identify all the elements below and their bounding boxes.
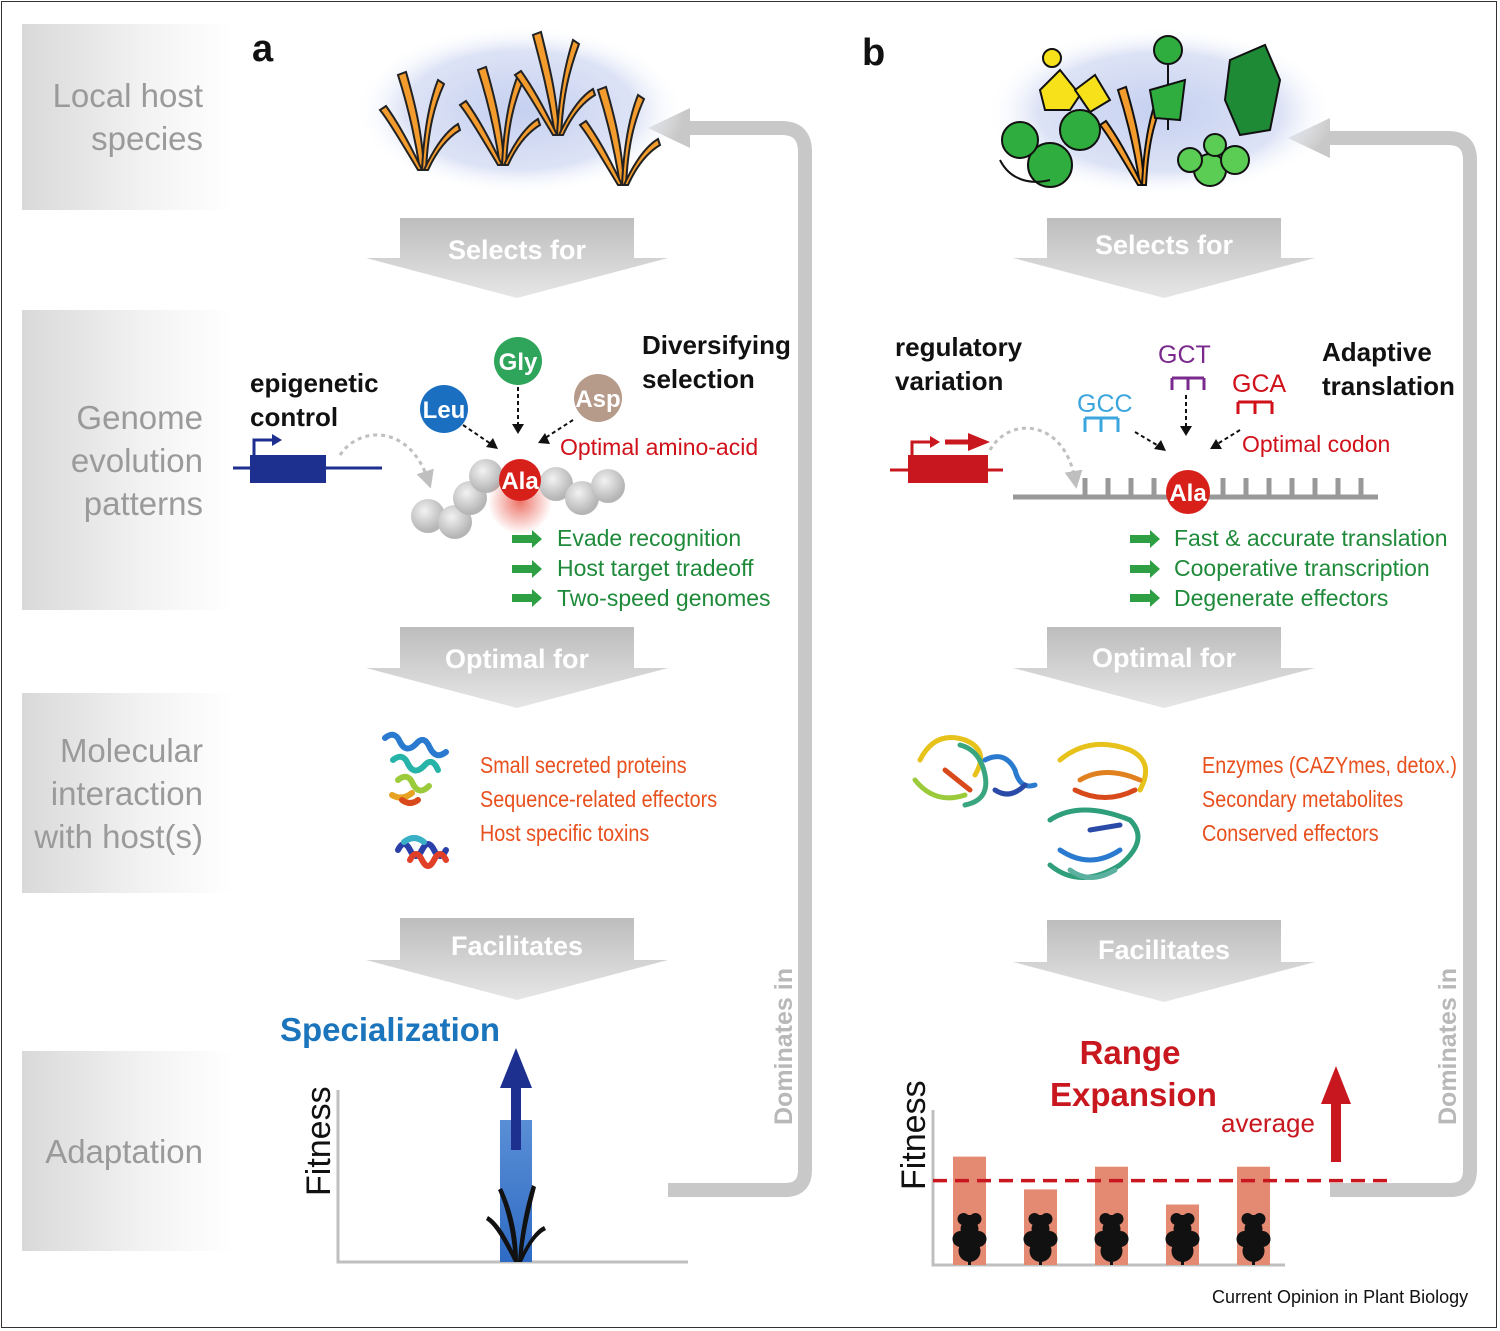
protein-structure-icon [382,731,449,869]
row-label-molecular-interaction: Molecular interaction with host(s) [22,693,233,893]
wheat-plants-icon [378,30,662,186]
amino-acid-circles: Leu Gly Asp Ala [420,337,622,501]
optimal-codon-label: Optimal codon [1242,431,1391,457]
row-label-text: Local host species [52,77,203,157]
aa-arrows-a [462,387,574,447]
chevron-optimal-for-a [366,627,668,708]
aa-asp: Asp [574,374,622,422]
aa-ala-b: Ala [1166,470,1210,514]
epigenetic-arrow [338,433,434,489]
row-label-text: Genome evolution patterns [70,398,203,522]
chevron-optimal-for-b [1013,627,1315,708]
codon-gca: GCA [1232,370,1287,398]
green-item: Host target tradeoff [557,555,754,581]
green-list-b: Fast & accurate translation Cooperative … [1174,523,1448,613]
orange-item: Conserved effectors [1202,820,1379,846]
row-label-text: Adaptation [45,1132,203,1170]
dominates-label-b: Dominates in [1434,968,1462,1125]
selects-for-label-b: Selects for [1094,230,1234,260]
mixed-host-plants-icon [999,35,1282,188]
chevron-facilitates-a [366,918,668,1000]
green-list-a: Evade recognition Host target tradeoff T… [557,523,771,613]
plant-silhouette [1094,1213,1129,1265]
plant-silhouette [952,1213,987,1265]
aa-ala-a: Ala [499,459,541,501]
facilitates-label-a: Facilitates [450,931,584,961]
svg-text:Ala: Ala [501,468,539,495]
regulatory-label: regulatory variation [895,332,1023,396]
facilitates-label-b: Facilitates [1097,935,1231,965]
row-label-adaptation: Adaptation [22,1051,233,1251]
epigenetic-label: epigenetic control [250,368,379,432]
green-arrows-b [1130,530,1160,607]
gene-promoter-a [233,434,382,483]
codon-combs [1083,376,1274,432]
optimal-aa-label: Optimal amino-acid [560,434,759,460]
host-silhouettes-icon [952,1213,1271,1265]
svg-text:Asp: Asp [575,386,620,413]
fitness-label-a: Fitness [300,1086,338,1196]
feedback-arrow-b [1320,131,1477,1197]
svg-text:Leu: Leu [423,397,466,424]
feedback-arrow-a [668,121,812,1197]
range-title-line: Expansion [1050,1076,1217,1113]
wheat-silhouette-icon [486,1185,546,1262]
green-item: Two-speed genomes [557,585,771,611]
optimal-for-label-b: Optimal for [1091,643,1236,673]
orange-item: Secondary metabolites [1202,786,1404,812]
diversifying-label: Diversifying selection [642,330,791,394]
regulatory-arrow [988,426,1083,489]
green-arrows-a [512,530,542,607]
green-item: Fast & accurate translation [1174,525,1448,551]
svg-text:Ala: Ala [1169,480,1207,507]
gene-promoter-b [890,433,1003,483]
orange-list-a: Small secreted proteins Sequence-related… [480,748,717,850]
plant-silhouette [1023,1213,1058,1265]
codon-gct: GCT [1158,341,1211,369]
panel-letter-a: a [252,28,274,70]
orange-item: Sequence-related effectors [480,786,718,812]
green-item: Evade recognition [557,525,742,551]
fitness-label-b: Fitness [895,1080,933,1190]
dominates-label-a: Dominates in [770,968,798,1125]
specialization-arrow [500,1048,532,1150]
chevron-facilitates-b [1013,920,1315,1002]
green-item: Degenerate effectors [1174,585,1389,611]
codon-gcc: GCC [1077,390,1133,418]
fitness-axes-a [336,1090,688,1264]
chevron-selects-for-b [1013,218,1315,298]
codon-arrows [1134,395,1241,449]
row-label-text: Molecular interaction with host(s) [34,731,203,855]
optimal-for-label-a: Optimal for [444,644,589,674]
average-label: average [1221,1108,1315,1138]
orange-item: Small secreted proteins [480,752,687,778]
row-label-genome-evolution: Genome evolution patterns [22,310,233,610]
aa-gly: Gly [494,337,542,385]
plant-silhouette [1236,1213,1271,1265]
aa-leu: Leu [420,385,468,433]
orange-item: Host specific toxins [480,820,650,846]
row-label-local-host: Local host species [22,24,233,210]
adaptive-label: Adaptive translation [1322,337,1455,401]
average-up-arrow [1321,1066,1351,1162]
svg-text:Gly: Gly [499,349,538,376]
enzyme-structure-icon [912,735,1149,880]
plant-silhouette [1165,1213,1200,1265]
orange-list-b: Enzymes (CAZYmes, detox.) Secondary meta… [1202,748,1457,850]
range-expansion-title: Range Expansion [1050,1032,1217,1116]
panel-letter-b: b [862,32,886,74]
journal-footer: Current Opinion in Plant Biology [1212,1287,1469,1307]
range-title-line: Range [1079,1034,1181,1071]
green-item: Cooperative transcription [1174,555,1430,581]
chevron-selects-for-a [366,218,668,298]
orange-item: Enzymes (CAZYmes, detox.) [1202,752,1458,778]
specialization-title: Specialization [280,1011,501,1048]
selects-for-label-a: Selects for [447,235,587,265]
